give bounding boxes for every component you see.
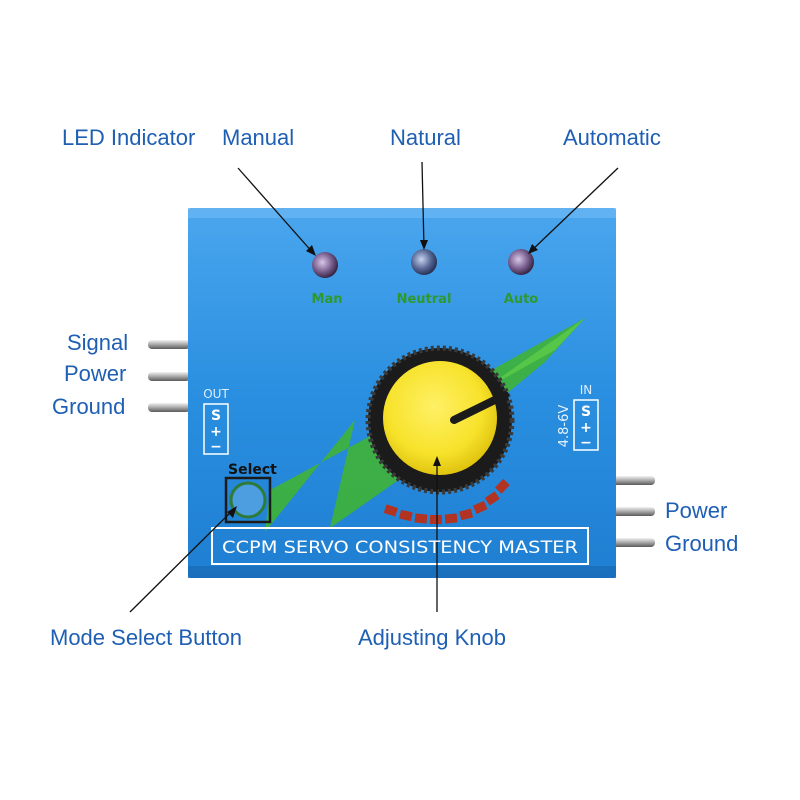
out-pin-box	[203, 403, 229, 455]
voltage-label: 4.8-6V	[557, 405, 572, 448]
knob-scale-arc	[383, 478, 510, 524]
led-auto	[508, 249, 534, 275]
callout-power-left: Power	[64, 361, 127, 386]
led-manual	[312, 252, 338, 278]
led-label-auto: Auto	[504, 292, 539, 307]
out-label: OUT	[203, 387, 229, 401]
pin-ground-left	[148, 403, 190, 412]
callout-adjusting-knob: Adjusting Knob	[358, 625, 506, 650]
pin-signal-right	[610, 476, 655, 485]
banner-text: CCPM SERVO CONSISTENCY MASTER	[222, 538, 578, 558]
in-pin-minus: −	[580, 435, 592, 451]
banner-frame	[211, 527, 589, 565]
callout-automatic: Automatic	[563, 125, 661, 150]
leader-lines	[129, 161, 619, 613]
in-pin-box	[573, 399, 599, 451]
out-pin-plus: +	[210, 424, 222, 440]
right-header-pins	[610, 476, 655, 547]
in-label: IN	[580, 383, 593, 397]
pin-ground-right	[610, 538, 655, 547]
callout-led-indicator: LED Indicator	[62, 125, 196, 150]
led-label-man: Man	[312, 292, 343, 307]
knob-pointer	[450, 391, 509, 424]
tester-board	[188, 208, 616, 578]
callout-natural: Natural	[390, 125, 461, 150]
pin-power-left	[148, 372, 190, 381]
in-pin-s: S	[581, 404, 591, 420]
adjusting-knob[interactable]	[365, 345, 515, 495]
pin-signal-left	[148, 340, 190, 349]
leader-arrowheads	[227, 240, 538, 518]
callout-mode-select-button: Mode Select Button	[50, 625, 243, 650]
pin-power-right	[610, 507, 655, 516]
callout-power-right: Power	[665, 498, 728, 523]
left-header-pins	[148, 340, 190, 412]
led-neutral	[411, 249, 437, 275]
led-label-neutral: Neutral	[397, 292, 452, 307]
select-label: Select	[228, 462, 277, 478]
select-button-frame	[224, 476, 272, 524]
in-pin-plus: +	[580, 420, 592, 436]
callout-ground-left: Ground	[52, 394, 126, 419]
callout-ground-right: Ground	[665, 531, 739, 556]
out-pin-s: S	[211, 408, 221, 424]
callout-signal: Signal	[67, 330, 129, 355]
mode-select-button[interactable]	[229, 481, 267, 519]
callout-manual: Manual	[222, 125, 295, 150]
out-pin-minus: −	[210, 439, 222, 455]
